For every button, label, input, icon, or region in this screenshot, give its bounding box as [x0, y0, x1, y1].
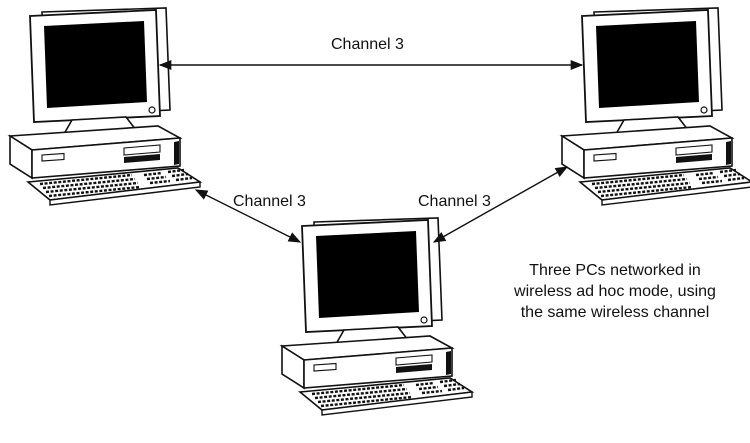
caption-line: wireless ad hoc mode, using: [514, 283, 716, 300]
computer-icon-top-left: [8, 6, 202, 207]
link-top-left-to-bottom: [194, 189, 302, 243]
caption-line: Three PCs networked in: [529, 262, 701, 279]
channel-label-left: Channel 3: [233, 193, 306, 210]
channel-label-top: Channel 3: [331, 36, 404, 53]
computer-icon-bottom-center: [280, 216, 474, 417]
caption-line: the same wireless channel: [520, 304, 710, 321]
computer-icon-top-right: [560, 6, 750, 207]
link-top-right-to-bottom: [432, 166, 569, 243]
channel-label-right: Channel 3: [418, 193, 491, 210]
diagram-caption: Three PCs networked in wireless ad hoc m…: [480, 260, 750, 323]
